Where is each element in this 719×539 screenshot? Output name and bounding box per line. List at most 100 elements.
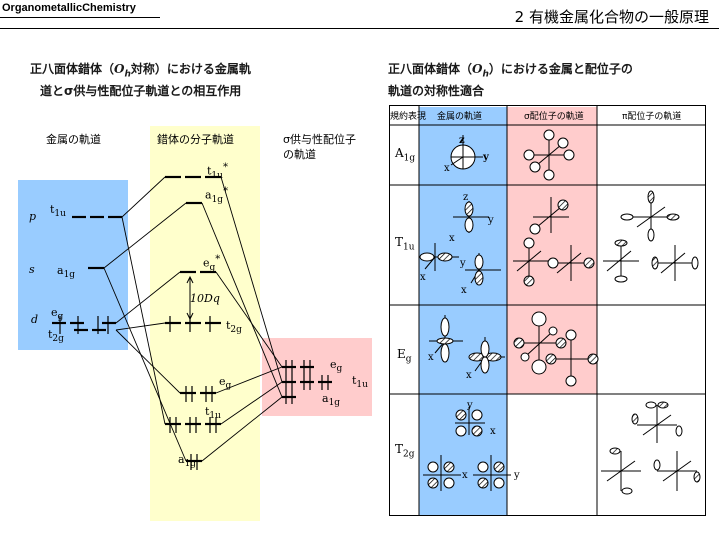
brand-label: OrganometallicChemistry — [2, 2, 136, 14]
left-heading-symbol-sub: h — [124, 69, 131, 80]
leg-sub: g — [336, 364, 343, 375]
right-heading-symbol-sub: h — [482, 69, 489, 80]
a1g-sigma-orbitals — [523, 129, 575, 181]
ct2g-letter: t — [226, 319, 231, 332]
left-heading-symbol: O — [114, 62, 125, 76]
left-heading-line2: 道とσ供与性配位子軌道との相互作用 — [40, 84, 242, 98]
a1g-axis-z: z — [459, 135, 465, 146]
a1g-star-letter: a — [205, 188, 212, 202]
t1u-axis-x3: x — [461, 285, 467, 296]
t1u-star-sub: 1u — [211, 170, 223, 181]
metal-eg-label: eg — [51, 306, 63, 322]
splitting-arrow-head-up — [186, 275, 194, 284]
table-header-sigma: σ配位子の軌道 — [524, 112, 584, 122]
metal-levels — [52, 215, 122, 332]
a1g-metal-orbital — [450, 135, 483, 170]
t1u-sigma-orbitals — [513, 197, 595, 287]
t2g-metal-orbitals — [423, 407, 511, 491]
row-t1u-sub: 1u — [403, 242, 415, 253]
t1u-axis-x: x — [449, 233, 455, 244]
metal-d-label: d — [31, 313, 39, 326]
ct1u-sub: 1u — [209, 411, 221, 422]
ct1u-letter: t — [205, 405, 210, 418]
eg-metal-orbitals — [429, 315, 505, 374]
la1g-letter: a — [322, 392, 329, 405]
ca1g-sub: 1g — [184, 459, 197, 470]
eg-star-sub: g — [209, 262, 216, 273]
t1u-star-letter: t — [207, 164, 212, 178]
a1g-star: * — [223, 186, 229, 197]
row-t2g-label: T2g — [395, 442, 415, 459]
ligand-electron-arrows — [285, 360, 329, 404]
row-eg-label: Eg — [397, 347, 412, 364]
right-heading-symbol: O — [472, 62, 483, 76]
a1g-letter: a — [57, 264, 64, 277]
t1u-axis-y: y — [488, 215, 494, 226]
a1g-sub: 1g — [63, 270, 76, 281]
eg-axis-x: x — [428, 352, 434, 363]
complex-t1u-label: t1u — [205, 405, 221, 421]
t1u-letter: t — [50, 203, 55, 216]
complex-eg-label: eg — [219, 375, 231, 391]
eg-sigma-orbitals — [513, 311, 599, 387]
row-t2g-letter: T — [395, 442, 404, 456]
eg-sub: g — [57, 312, 64, 323]
complex-levels — [165, 175, 221, 463]
metal-a1g-label: a1g — [57, 264, 75, 280]
right-heading-part-b: ）における金属と配位子の — [488, 62, 633, 76]
eg-star: * — [215, 254, 221, 265]
la1g-sub: 1g — [328, 398, 341, 409]
metal-p-label: p — [29, 210, 37, 223]
symmetry-table — [389, 105, 706, 516]
right-heading-line1: 正八面体錯体（Oh）における金属と配位子の — [388, 60, 633, 79]
ligand-a1g-label: a1g — [322, 392, 340, 408]
ceg-letter: e — [219, 375, 226, 388]
metal-column-band — [419, 107, 507, 515]
t1u-axis-y2: y — [460, 258, 466, 269]
t2g-letter: t — [48, 328, 53, 341]
complex-orbital-column-label: 錯体の分子軌道 — [157, 133, 234, 146]
ca1g-letter: a — [178, 453, 185, 466]
a1g-star-sub: 1g — [211, 194, 224, 205]
metal-orbital-band — [18, 180, 128, 350]
ligand-eg-label: eg — [330, 358, 342, 374]
a1g-axis-x: x — [444, 163, 450, 174]
complex-t1u-star-label: t1u* — [207, 162, 228, 181]
row-t1u-label: T1u — [395, 235, 415, 252]
header-rule — [0, 28, 719, 29]
row-t1u-letter: T — [395, 235, 404, 249]
left-heading-part-a: 正八面体錯体（ — [30, 62, 115, 76]
row-eg-letter: E — [397, 347, 406, 361]
row-eg-sub: g — [405, 354, 412, 365]
eg-axis-x2: x — [466, 370, 472, 381]
t1u-sub: 1u — [54, 209, 66, 220]
left-heading-part-b: 対称）における金属軌 — [130, 62, 251, 76]
right-heading-part-a: 正八面体錯体（ — [388, 62, 473, 76]
t2g-pi-orbitals — [601, 401, 701, 495]
metal-orbital-column-label: 金属の軌道 — [46, 133, 101, 146]
row-a1g-sub: 1g — [403, 153, 416, 164]
slide-title: 2 有機金属化合物の一般原理 — [514, 8, 709, 26]
leg-letter: e — [330, 358, 337, 371]
metal-t1u-label: t1u — [50, 203, 66, 219]
complex-a1g-label: a1g — [178, 453, 196, 469]
t1u-pi-orbitals — [603, 190, 699, 283]
metal-electron-arrows — [59, 316, 109, 334]
splitting-label: 10Dq — [190, 292, 220, 305]
ct2g-sub: 2g — [230, 325, 242, 336]
table-header-irrep: 規約表現 — [390, 112, 427, 122]
table-header-pi: π配位子の軌道 — [622, 112, 682, 122]
metal-t2g-label: t2g — [48, 328, 64, 344]
ligand-t1u-label: t1u — [352, 374, 368, 390]
ligand-levels — [282, 365, 332, 399]
mo-diagram — [18, 126, 372, 521]
lt1u-letter: t — [352, 374, 357, 387]
complex-a1g-star-label: a1g* — [205, 186, 228, 205]
eg-star-letter: e — [203, 256, 210, 270]
right-heading-line2: 軌道の対称性適合 — [388, 84, 485, 98]
lt1u-sub: 1u — [356, 380, 368, 391]
complex-t2g-label: t2g — [226, 319, 242, 335]
table-header-metal: 金属の軌道 — [437, 112, 483, 122]
t1u-metal-orbitals — [419, 201, 501, 286]
metal-s-label: s — [29, 263, 35, 276]
